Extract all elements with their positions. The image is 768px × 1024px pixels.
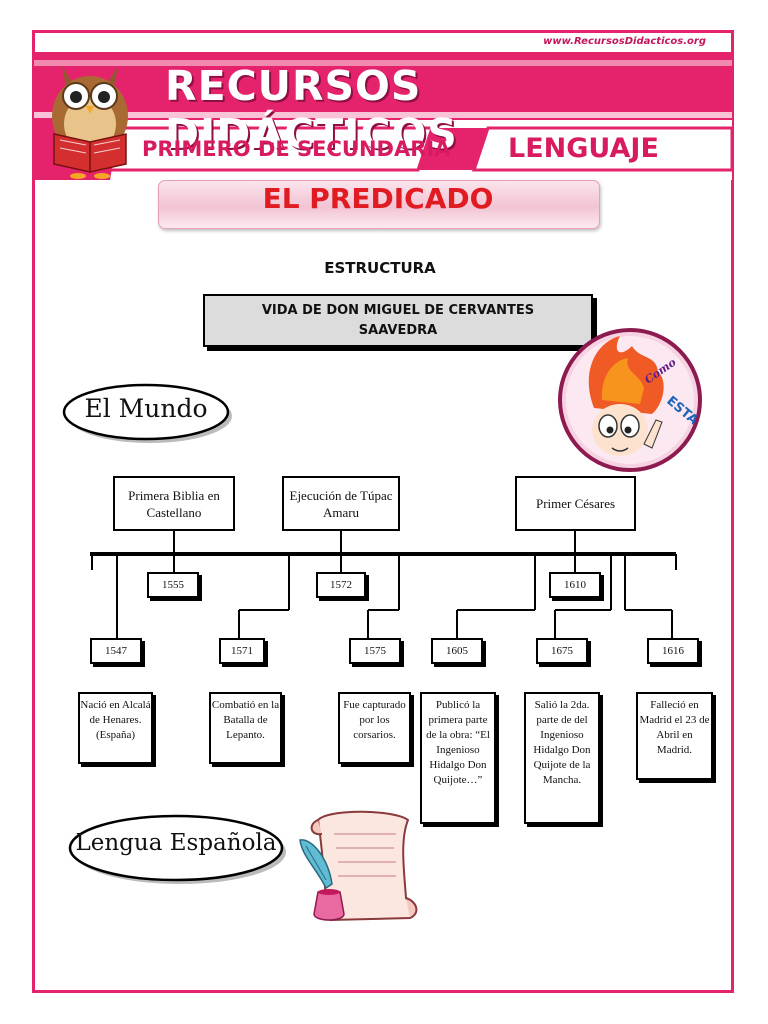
life-event-box: Falleció en Madrid el 23 de Abril en Mad… [636, 692, 713, 780]
language-label: Lengua Española [75, 830, 277, 856]
world-event-box: Primera Biblia en Castellano [113, 476, 235, 531]
life-year-box: 1547 [90, 638, 142, 664]
life-event-text: Falleció en Madrid el 23 de Abril en Mad… [639, 699, 710, 756]
owl-reading-icon [52, 66, 128, 179]
site-url[interactable]: www.RecursosDidacticos.org [543, 36, 706, 47]
world-year-box: 1572 [316, 572, 366, 598]
life-event-box: Fue capturado por los corsarios. [338, 692, 411, 764]
life-event-text: Fue capturado por los corsarios. [343, 699, 406, 741]
life-event-box: Combatió en la Batalla de Lepanto. [209, 692, 282, 764]
life-event-text: Combatió en la Batalla de Lepanto. [211, 699, 280, 741]
life-year: 1575 [364, 645, 386, 657]
grade-label: PRIMERO DE SECUNDARIA [142, 137, 451, 161]
site-title: RECURSOS DIDÁCTICOS [165, 62, 458, 158]
life-event-box: Salió la 2da. parte de del Ingenioso Hid… [524, 692, 600, 824]
world-event-text: Primer Césares [535, 496, 616, 511]
world-year: 1572 [330, 579, 352, 591]
life-event-box: Publicó la primera parte de la obra: “El… [420, 692, 496, 824]
world-event-box: Ejecución de Túpac Amaru [282, 476, 400, 531]
life-title: VIDA DE DON MIGUEL DE CERVANTES SAAVEDRA [261, 302, 535, 338]
life-year-box: 1675 [536, 638, 588, 664]
life-year-box: 1605 [431, 638, 483, 664]
life-year: 1616 [662, 645, 684, 657]
world-year-box: 1555 [147, 572, 199, 598]
world-event-text: Primera Biblia en Castellano [128, 487, 220, 520]
life-year: 1605 [446, 645, 468, 657]
world-year: 1555 [162, 579, 184, 591]
life-event-text: Salió la 2da. parte de del Ingenioso Hid… [533, 699, 591, 786]
life-year: 1675 [551, 645, 573, 657]
life-year: 1547 [105, 645, 127, 657]
section-heading: ESTRUCTURA [324, 259, 436, 277]
life-year-box: 1571 [219, 638, 265, 664]
life-year-box: 1575 [349, 638, 401, 664]
life-year-box: 1616 [647, 638, 699, 664]
page-frame [32, 30, 734, 993]
topic-title: EL PREDICADO [262, 182, 494, 215]
life-year: 1571 [231, 645, 253, 657]
life-event-box: Nació en Alcalá de Henares. (España) [78, 692, 153, 764]
world-event-box: Primer Césares [515, 476, 636, 531]
world-label: El Mundo [84, 394, 208, 423]
world-event-text: Ejecución de Túpac Amaru [289, 487, 393, 520]
topic-banner [158, 180, 600, 229]
life-event-text: Publicó la primera parte de la obra: “El… [426, 699, 490, 786]
world-year: 1610 [564, 579, 586, 591]
life-event-text: Nació en Alcalá de Henares. (España) [80, 699, 151, 741]
subject-label: LENGUAJE [508, 133, 659, 164]
life-title-box: VIDA DE DON MIGUEL DE CERVANTES SAAVEDRA [203, 294, 593, 347]
world-year-box: 1610 [549, 572, 601, 598]
